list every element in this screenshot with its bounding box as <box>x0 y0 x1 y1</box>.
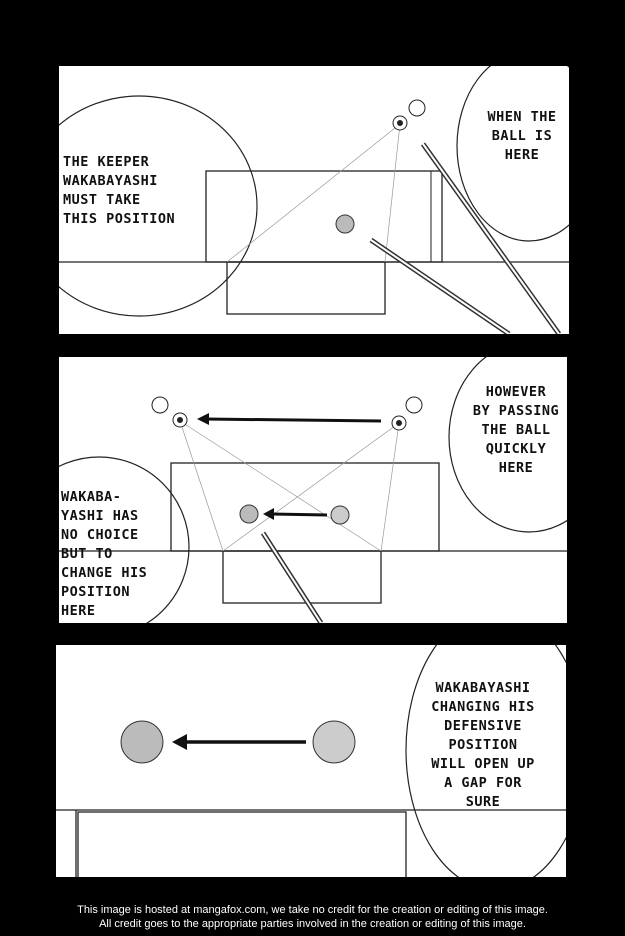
bubble-text-open-up-gap: WAKABAYASHI CHANGING HIS DEFENSIVE POSIT… <box>431 680 535 810</box>
speech-bubble-left <box>59 456 190 623</box>
disclaimer-line-1: This image is hosted at mangafox.com, we… <box>77 904 548 916</box>
bubble-text-when-ball-here: WHEN THE BALL IS HERE <box>487 109 557 163</box>
panel-3: WAKABAYASHI CHANGING HIS DEFENSIVE POSIT… <box>56 645 566 877</box>
soccer-ball-patch <box>396 420 402 426</box>
ball-pass-arrow <box>204 417 382 423</box>
arrowhead-icon <box>263 508 274 520</box>
bubble-text-keeper-position: THE KEEPER WAKABAYASHI MUST TAKE THIS PO… <box>63 154 176 227</box>
hosting-disclaimer: This image is hosted at mangafox.com, we… <box>0 903 625 931</box>
speech-bubble-right <box>456 66 569 242</box>
keeper-marker-new <box>120 720 164 764</box>
angle-line <box>226 123 401 263</box>
goal-area <box>222 550 382 604</box>
angle-line <box>380 422 400 552</box>
speech-bubble-left <box>59 95 258 317</box>
keeper-marker <box>335 214 355 234</box>
ball-ghost <box>408 99 426 117</box>
bubble-text-however-passing: HOWEVER BY PASSING THE BALL QUICKLY HERE <box>472 384 560 476</box>
panel-1: THE KEEPER WAKABAYASHI MUST TAKE THIS PO… <box>59 66 569 334</box>
ball-ghost <box>151 396 169 414</box>
speech-bubble-right <box>405 645 566 877</box>
keeper-marker-new <box>239 504 259 524</box>
pointer-stick-inner <box>422 143 560 334</box>
speech-bubble-right <box>448 357 567 533</box>
angle-line <box>179 420 224 552</box>
pointer-stick-inner <box>370 239 510 334</box>
panel-3-diagram <box>56 645 566 877</box>
penalty-box <box>170 462 440 552</box>
angle-line <box>179 420 382 552</box>
panel-2-diagram <box>59 357 567 623</box>
keeper-marker-old <box>330 505 350 525</box>
keeper-move-arrow <box>270 512 328 517</box>
keeper-marker-old <box>312 720 356 764</box>
panel-1-diagram <box>59 66 569 334</box>
disclaimer-line-2: All credit goes to the appropriate parti… <box>99 918 526 930</box>
goal-area <box>226 261 386 315</box>
goal-area <box>77 811 407 877</box>
ball-ghost <box>405 396 423 414</box>
arrowhead-icon <box>197 413 209 425</box>
angle-line <box>222 422 400 552</box>
arrowhead-icon <box>172 734 187 750</box>
pointer-stick-inner <box>262 532 322 623</box>
soccer-ball-patch <box>177 417 183 423</box>
angle-line <box>384 123 401 263</box>
panel-2: HOWEVER BY PASSING THE BALL QUICKLY HERE… <box>59 357 567 623</box>
bubble-text-wakabayashi-no-choice: WAKABA- YASHI HAS NO CHOICE BUT TO CHANG… <box>61 489 148 619</box>
soccer-ball-patch <box>397 120 403 126</box>
